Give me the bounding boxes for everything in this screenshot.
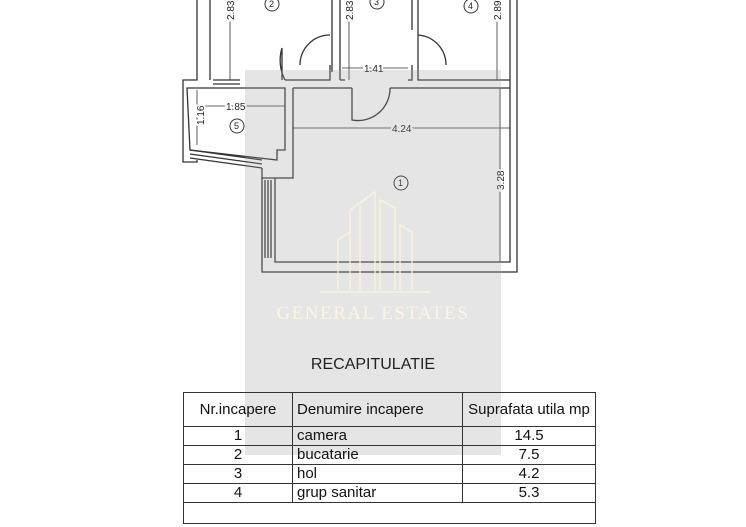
room-label-1: 1 bbox=[398, 178, 403, 188]
dim-room3: 2.83 bbox=[345, 0, 356, 20]
header-nr: Nr.incapere bbox=[183, 392, 293, 427]
cell-nr: 4 bbox=[183, 483, 293, 503]
dim-room2: 2.83 bbox=[226, 0, 237, 20]
cell-area: 7.5 bbox=[462, 445, 596, 465]
room-marker-1 bbox=[393, 175, 409, 191]
header-area: Suprafata utila mp bbox=[462, 392, 596, 427]
cell-name: bucatarie bbox=[292, 445, 463, 465]
room-label-5: 5 bbox=[234, 121, 239, 131]
dim-room1-width: 4.24 bbox=[392, 124, 412, 135]
table-row-empty bbox=[183, 502, 596, 524]
header-name: Denumire incapere bbox=[292, 392, 463, 427]
dim-room4: 2.89 bbox=[493, 0, 504, 20]
summary-table: Nr.incapere Denumire incapere Suprafata … bbox=[183, 392, 596, 524]
cell-name: grup sanitar bbox=[292, 483, 463, 503]
cell-nr: 1 bbox=[183, 426, 293, 446]
room-label-4: 4 bbox=[468, 1, 473, 11]
summary-title: RECAPITULATIE bbox=[310, 356, 436, 373]
dim-room5-width: 1.85 bbox=[226, 102, 246, 113]
cell-nr: 2 bbox=[183, 445, 293, 465]
cell-area: 4.2 bbox=[462, 464, 596, 484]
room-label-2: 2 bbox=[269, 0, 274, 9]
dim-room1-height: 3.28 bbox=[496, 170, 507, 190]
cell-name: hol bbox=[292, 464, 463, 484]
cell-nr: 3 bbox=[183, 464, 293, 484]
cell-name: camera bbox=[292, 426, 463, 446]
dim-room5-height: 1.16 bbox=[196, 105, 207, 125]
watermark-brand: GENERAL ESTATES bbox=[276, 303, 470, 324]
cell-area: 5.3 bbox=[462, 483, 596, 503]
dim-hall: 1.41 bbox=[364, 64, 384, 75]
table-header-row: Nr.incapere Denumire incapere Suprafata … bbox=[183, 392, 596, 427]
cell-area: 14.5 bbox=[462, 426, 596, 446]
room-label-3: 3 bbox=[374, 0, 379, 7]
